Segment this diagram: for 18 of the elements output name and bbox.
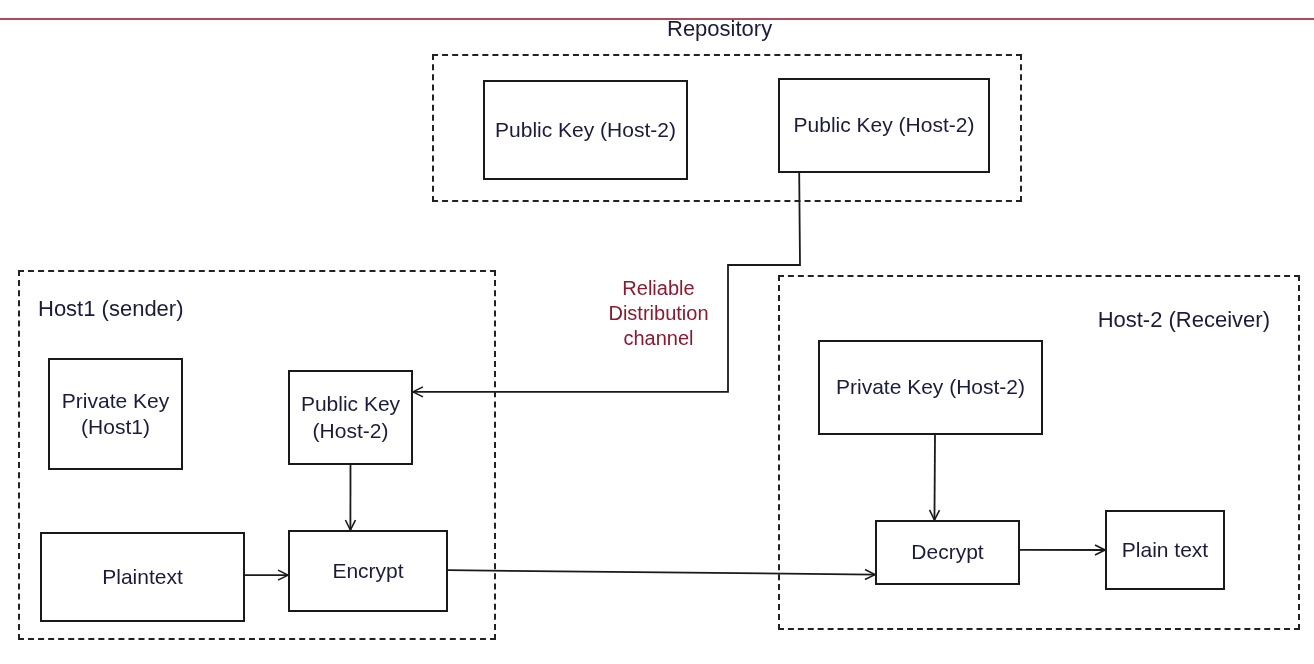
group-heading: Repository <box>667 15 773 43</box>
process-box: Public Key (Host-2) <box>288 370 413 465</box>
arrow <box>447 568 876 581</box>
process-box: Plain text <box>1105 510 1225 590</box>
process-box: Decrypt <box>875 520 1020 585</box>
arrow <box>412 172 801 398</box>
process-box: Public Key (Host-2) <box>483 80 688 180</box>
process-box: Plaintext <box>40 532 245 622</box>
arrow <box>344 464 357 531</box>
arrow <box>1019 544 1106 556</box>
process-box: Private Key (Host1) <box>48 358 183 470</box>
process-box: Public Key (Host-2) <box>778 78 990 173</box>
arrow <box>244 569 289 581</box>
process-box: Private Key (Host-2) <box>818 340 1043 435</box>
process-box: Encrypt <box>288 530 448 612</box>
group-heading: Host-2 (Receiver) <box>1097 306 1270 334</box>
arrow <box>928 434 941 521</box>
group-heading: Host1 (sender) <box>38 295 184 323</box>
